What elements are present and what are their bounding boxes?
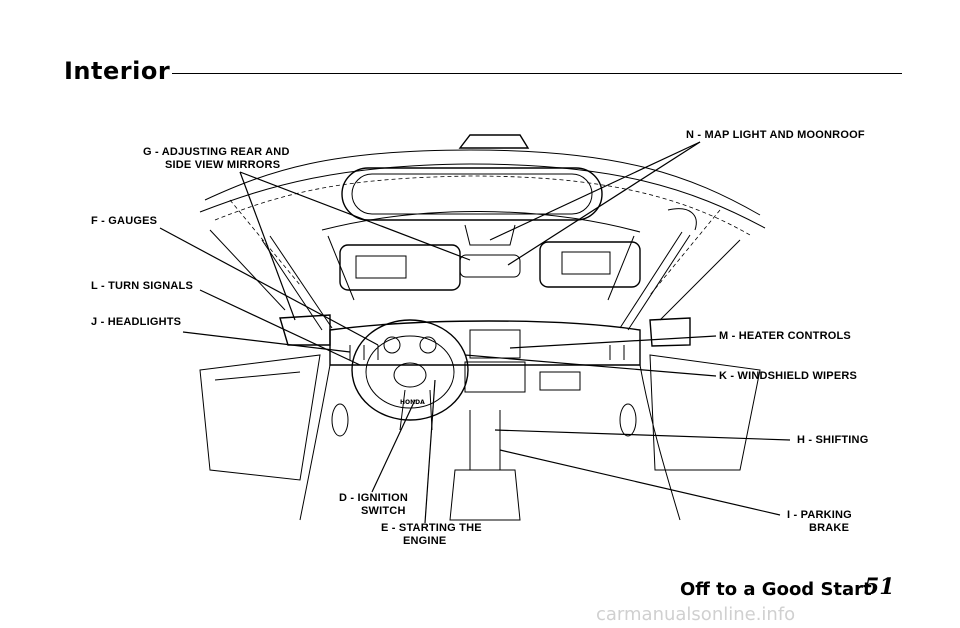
watermark: carmanualsonline.info <box>596 604 796 625</box>
callout-n-line1: N - MAP LIGHT AND MOONROOF <box>686 129 865 141</box>
title-rule <box>172 73 902 74</box>
callout-e-starting: E - STARTING THE ENGINE <box>381 522 482 548</box>
wheel-badge: HONDA <box>400 399 425 406</box>
footer-section-title: Off to a Good Start <box>680 579 872 600</box>
callout-k-wipers: K - WINDSHIELD WIPERS <box>719 370 857 383</box>
callout-f-gauges: F - GAUGES <box>91 215 157 228</box>
callout-l-line1: L - TURN SIGNALS <box>91 280 193 292</box>
callout-e-line2: ENGINE <box>403 535 447 547</box>
callout-m-line1: M - HEATER CONTROLS <box>719 330 851 342</box>
callout-m-heater: M - HEATER CONTROLS <box>719 330 851 343</box>
callout-g-mirrors: G - ADJUSTING REAR AND SIDE VIEW MIRRORS <box>143 146 290 172</box>
callout-g-line2: SIDE VIEW MIRRORS <box>165 159 281 171</box>
callout-d-line2: SWITCH <box>361 505 406 517</box>
page-title: Interior <box>64 57 171 85</box>
callout-l-turn-signals: L - TURN SIGNALS <box>91 280 193 293</box>
callout-j-line1: J - HEADLIGHTS <box>91 316 182 328</box>
callout-i-line2: BRAKE <box>809 522 850 534</box>
leader-lines <box>159 141 791 524</box>
sun-visors-drawing <box>339 241 641 291</box>
callout-d-line1: D - IGNITION <box>339 492 409 504</box>
callout-e-line1: E - STARTING THE <box>381 522 482 534</box>
callout-h-shifting: H - SHIFTING <box>797 434 868 447</box>
callout-i-parking-brake: I - PARKING BRAKE <box>787 509 852 535</box>
cabin-outline <box>199 149 766 331</box>
callout-j-headlights: J - HEADLIGHTS <box>91 316 181 329</box>
steering-wheel-drawing: HONDA <box>351 319 469 421</box>
callout-f-line1: F - GAUGES <box>91 215 158 227</box>
callout-g-line1: G - ADJUSTING REAR AND <box>143 146 290 158</box>
callout-d-ignition: D - IGNITION SWITCH <box>339 492 408 518</box>
rearview-mirror-drawing <box>341 134 603 246</box>
dashboard-drawing <box>299 320 681 521</box>
callout-n-map-light: N - MAP LIGHT AND MOONROOF <box>686 129 865 142</box>
callout-i-line1: I - PARKING <box>787 509 852 521</box>
callout-h-line1: H - SHIFTING <box>797 434 869 446</box>
page-number: 51 <box>864 574 895 600</box>
callout-k-line1: K - WINDSHIELD WIPERS <box>719 370 858 382</box>
doors-and-seats-drawing <box>199 354 761 521</box>
